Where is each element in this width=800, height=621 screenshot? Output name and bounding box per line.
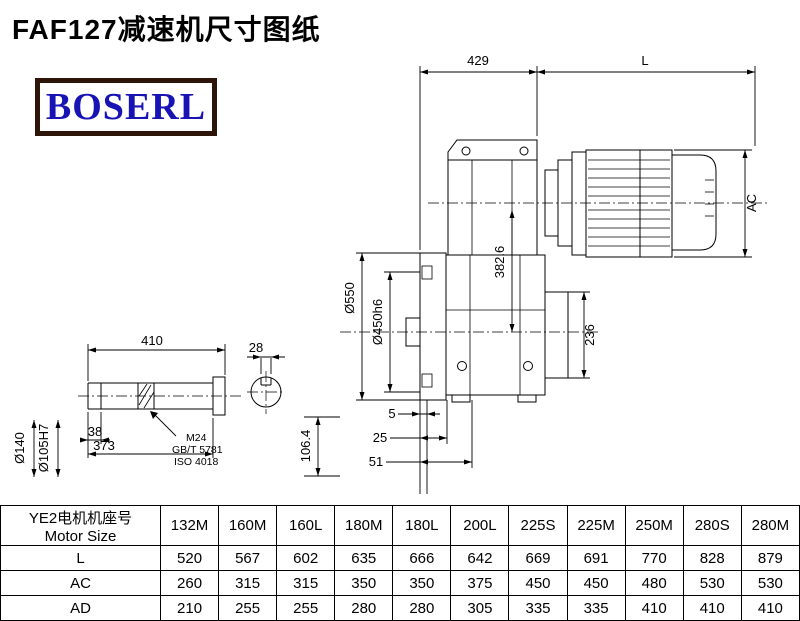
dimension-cell: 350 <box>334 570 394 596</box>
dim-450h6-label: Ø450h6 <box>370 299 385 345</box>
row-label: AC <box>0 570 161 596</box>
dim-106-label: 106.4 <box>298 430 313 463</box>
dimension-cell: 450 <box>566 570 626 596</box>
dim-5-label: 5 <box>388 406 395 421</box>
dimension-cell: 450 <box>508 570 568 596</box>
dim-flange-group: Ø550 Ø450h6 <box>342 252 420 401</box>
dim-bottom-steps-group: 5 25 51 <box>369 400 473 494</box>
table-header-row: YE2电机机座号 Motor Size 132M 160M 160L 180M … <box>0 505 800 546</box>
dimension-cell: 410 <box>740 595 800 621</box>
dim-382-group: 382.6 <box>492 210 515 332</box>
column-header: 200L <box>450 505 510 546</box>
dim-429-label: 429 <box>467 53 489 68</box>
column-header: 180L <box>392 505 452 546</box>
centerlines <box>78 202 768 414</box>
dimension-cell: 375 <box>450 570 510 596</box>
gearbox-housing-outline <box>405 139 569 403</box>
dim-140-label: Ø140 <box>12 432 27 464</box>
motor-dimension-table: YE2电机机座号 Motor Size 132M 160M 160L 180M … <box>0 505 800 621</box>
motor-size-header-cn: YE2电机机座号 <box>28 509 133 527</box>
column-header: 225S <box>508 505 568 546</box>
dimension-cell: 480 <box>624 570 684 596</box>
dim-550-label: Ø550 <box>342 282 357 314</box>
table-row-L: L 520 567 602 635 666 642 669 691 770 82… <box>0 545 800 571</box>
dimension-cell: 635 <box>334 545 394 571</box>
dimension-cell: 255 <box>218 595 278 621</box>
dimension-cell: 280 <box>392 595 452 621</box>
table-row-AC: AC 260 315 315 350 350 375 450 450 480 5… <box>0 570 800 596</box>
dimension-cell: 567 <box>218 545 278 571</box>
column-header: 160M <box>218 505 278 546</box>
dimension-cell: 335 <box>508 595 568 621</box>
dim-28-label: 28 <box>249 340 263 355</box>
dim-51-label: 51 <box>369 454 383 469</box>
dimension-cell: 315 <box>218 570 278 596</box>
column-header: 250M <box>624 505 684 546</box>
motor-size-header: YE2电机机座号 Motor Size <box>0 505 161 546</box>
dimension-cell: 828 <box>682 545 742 571</box>
dim-ac-label: AC <box>744 194 759 212</box>
dimension-cell: 315 <box>276 570 336 596</box>
page-title: FAF127减速机尺寸图纸 <box>12 14 321 45</box>
keyway-section-view: 28 <box>247 340 285 408</box>
dimension-cell: 280 <box>334 595 394 621</box>
dimension-cell: 666 <box>392 545 452 571</box>
column-header: 180M <box>334 505 394 546</box>
column-header: 280S <box>682 505 742 546</box>
dimension-cell: 602 <box>276 545 336 571</box>
dim-429-L-group: 429 L <box>419 53 756 250</box>
dim-shaft-group: 410 38 373 Ø140 Ø105H7 M24 GB/T 5781 ISO… <box>12 333 226 477</box>
std-gb5781-label: GB/T 5781 <box>172 444 223 456</box>
dimension-cell: 255 <box>276 595 336 621</box>
dim-105-label: Ø105H7 <box>36 424 51 472</box>
row-label: AD <box>0 595 161 621</box>
dimension-cell: 530 <box>740 570 800 596</box>
dimension-cell: 669 <box>508 545 568 571</box>
dim-236-label: 236 <box>582 324 597 346</box>
dim-106-group: 106.4 <box>298 416 340 477</box>
dimension-cell: 770 <box>624 545 684 571</box>
dim-382-label: 382.6 <box>492 246 507 279</box>
dimension-cell: 260 <box>159 570 220 596</box>
dimension-cell: 335 <box>566 595 626 621</box>
dim-236-group: 236 <box>568 291 597 379</box>
dimension-cell: 410 <box>624 595 684 621</box>
dimension-cell: 530 <box>682 570 742 596</box>
dim-373-label: 373 <box>93 438 115 453</box>
dim-25-label: 25 <box>373 430 387 445</box>
dimension-cell: 410 <box>682 595 742 621</box>
std-iso4018-label: ISO 4018 <box>174 456 219 468</box>
shaft-detail-outline <box>87 376 226 416</box>
dim-L-label: L <box>641 53 648 68</box>
dimension-cell: 350 <box>392 570 452 596</box>
dimension-cell: 520 <box>159 545 220 571</box>
boserl-logo: BOSERL <box>35 78 217 136</box>
dim-38-label: 38 <box>88 424 102 439</box>
column-header: 225M <box>566 505 626 546</box>
table-row-AD: AD 210 255 255 280 280 305 335 335 410 4… <box>0 595 800 621</box>
dimension-cell: 210 <box>159 595 220 621</box>
boserl-logo-text: BOSERL <box>45 86 207 128</box>
thread-m24-label: M24 <box>186 432 207 444</box>
motor-outline <box>544 149 717 258</box>
dim-410-label: 410 <box>141 333 163 348</box>
dimension-cell: 642 <box>450 545 510 571</box>
dim-ac-group: AC <box>674 149 759 258</box>
column-header: 132M <box>159 505 220 546</box>
row-label: L <box>0 545 161 571</box>
dimension-cell: 879 <box>740 545 800 571</box>
dimension-cell: 691 <box>566 545 626 571</box>
dimension-cell: 305 <box>450 595 510 621</box>
column-header: 280M <box>740 505 800 546</box>
dimension-drawing: 429 L AC Ø550 Ø450h6 382.6 <box>12 53 768 494</box>
motor-size-header-en: Motor Size <box>44 527 117 545</box>
column-header: 160L <box>276 505 336 546</box>
